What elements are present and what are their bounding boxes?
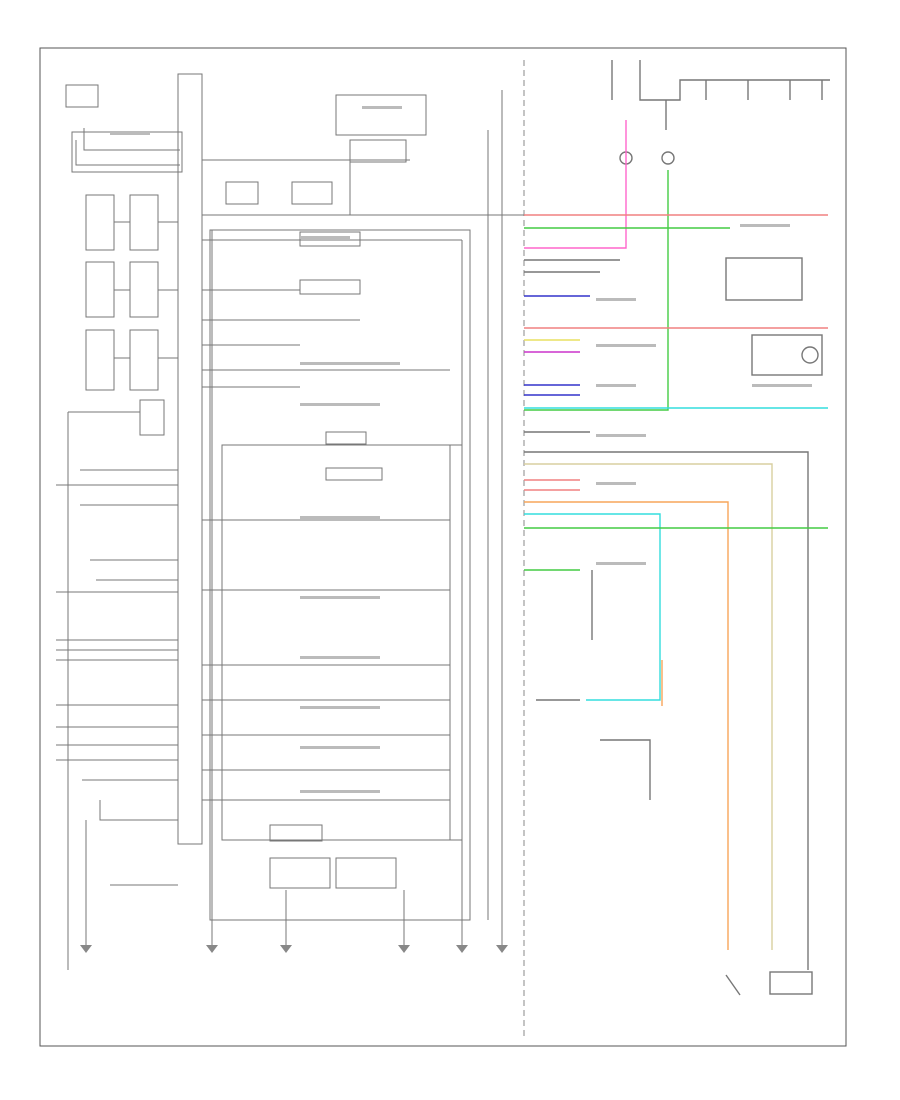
block-row-7	[335, 857, 397, 889]
right-section	[524, 60, 830, 996]
tachometer-block	[65, 84, 99, 108]
warning-block-5	[85, 329, 115, 391]
warning-block-4	[129, 261, 159, 318]
fuel-sender-box	[769, 971, 813, 995]
ground-connectors	[80, 945, 508, 953]
left-section	[56, 73, 503, 970]
block-row-6	[269, 857, 331, 889]
warning-block-3	[85, 261, 115, 318]
block-row-5	[269, 824, 323, 842]
block-row-3	[325, 431, 367, 445]
warning-block-1	[85, 194, 115, 251]
indicator-b	[291, 181, 333, 205]
cluster-connector-bar	[177, 73, 203, 845]
label-marks	[110, 106, 812, 793]
module-top	[335, 94, 427, 136]
lamp-2	[661, 151, 675, 165]
diagram-frame	[39, 47, 847, 1047]
switch-block-1	[139, 399, 165, 436]
warning-block-2	[129, 194, 159, 251]
module-top-sub	[349, 139, 407, 163]
relay-box-1	[725, 257, 803, 301]
odometer-block	[71, 131, 183, 173]
relay-coil	[801, 346, 819, 364]
control-unit-inner	[221, 444, 463, 841]
block-row-4	[325, 467, 383, 481]
center-modules	[202, 94, 524, 945]
relay-box-2	[751, 334, 823, 376]
indicator-a	[225, 181, 259, 205]
block-row-2	[299, 279, 361, 295]
warning-block-6	[129, 329, 159, 391]
control-unit-frame	[209, 229, 471, 921]
